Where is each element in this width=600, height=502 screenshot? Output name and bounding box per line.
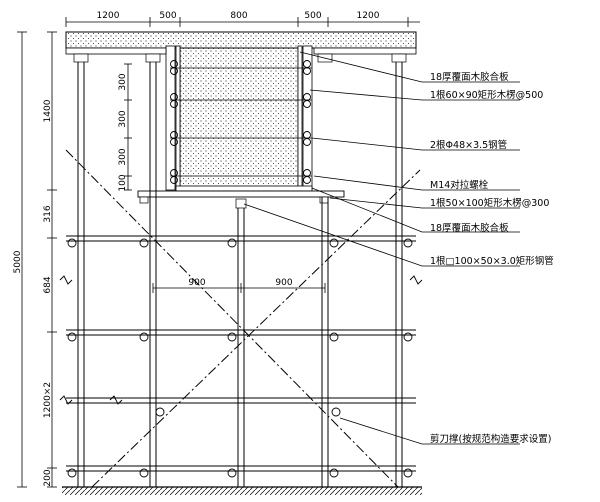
- left-dim-2: 316: [43, 205, 53, 222]
- joint-circles: [67, 238, 413, 478]
- bottom-joist-ends: [139, 196, 329, 209]
- inner-dim-2: 300: [118, 110, 128, 127]
- top-dim-1: 1200: [97, 11, 120, 21]
- mid-dim-2: 900: [275, 278, 292, 288]
- inner-dim-1: 300: [118, 73, 128, 90]
- label-tie-bolt: M14对拉螺栓: [430, 179, 489, 191]
- left-dim-3: 684: [43, 276, 53, 293]
- label-wood-joist: 1根50×100矩形木楞@300: [430, 197, 549, 209]
- top-dim-5: 1200: [357, 11, 380, 21]
- break-marks: [59, 275, 423, 405]
- tie-bolts: [170, 67, 312, 177]
- left-wood-stud: [165, 45, 176, 191]
- inner-dim-4: 100: [118, 174, 128, 191]
- side-steel-tubes: [170, 60, 311, 184]
- bottom-plywood: [175, 185, 313, 192]
- top-dim-2: 500: [159, 11, 176, 21]
- label-bottom-plywood: 18厚覆面木胶合板: [430, 222, 509, 234]
- ground-hatch: [62, 487, 422, 495]
- left-dim-total: 5000: [13, 250, 23, 273]
- top-slab: [65, 31, 417, 49]
- label-steel-tube: 2根Φ48×3.5钢管: [430, 139, 507, 151]
- label-top-plywood: 18厚覆面木胶合板: [430, 71, 509, 83]
- left-dimension-lines: [17, 31, 57, 488]
- vertical-posts: [77, 62, 403, 487]
- inner-dim-3: 300: [118, 148, 128, 165]
- top-dim-3: 800: [230, 11, 247, 21]
- label-cross-bracing: 剪刀撑(按规范构造要求设置): [430, 433, 551, 445]
- left-dim-1: 1400: [43, 99, 53, 122]
- cross-bracing: [65, 149, 421, 488]
- bottom-wood-joist: [137, 190, 345, 198]
- leader-lines: [243, 51, 520, 445]
- horizontal-ledgers: [66, 235, 416, 472]
- top-dimension-line: [65, 17, 420, 27]
- concrete-beam: [179, 47, 299, 191]
- label-steel-tube-rect: 1根□100×50×3.0矩形钢管: [430, 255, 554, 267]
- left-dim-5: 200: [43, 469, 53, 486]
- label-wood-stud: 1根60×90矩形木楞@500: [430, 89, 543, 101]
- top-dim-4: 500: [304, 11, 321, 21]
- left-dim-4: 1200×2: [43, 382, 53, 418]
- inner-dimension-line: [124, 63, 132, 191]
- mid-dimension-line: [152, 283, 326, 293]
- mid-dim-1: 900: [188, 278, 205, 288]
